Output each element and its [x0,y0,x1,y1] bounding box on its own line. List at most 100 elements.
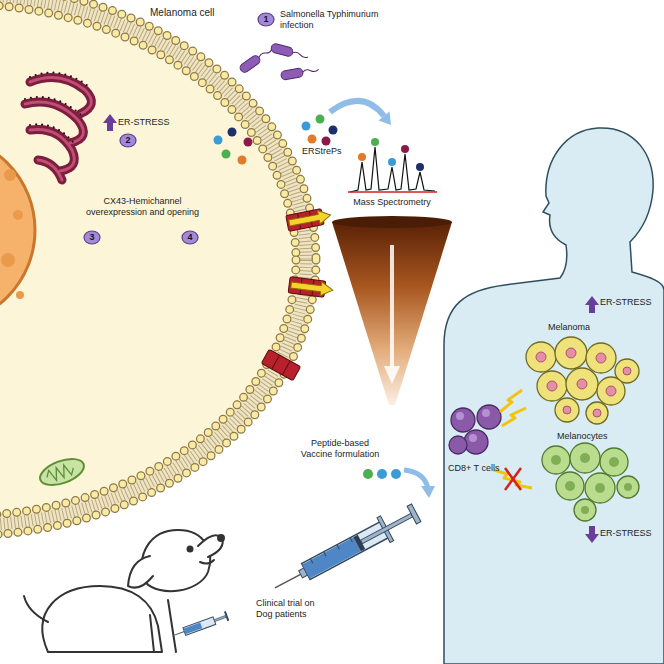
callout-text: 4 [187,232,192,243]
callout-text: 2 [125,135,130,146]
melanoma-cells [536,348,631,417]
melanocytes [624,483,632,491]
human-silhouette [444,128,664,664]
hemichannel [290,278,333,297]
cell-body [0,4,296,516]
mass-spectrum [371,138,379,146]
melanoma-cells [563,406,571,414]
vaccine-peptides [421,486,435,498]
callout-ellipse [182,231,198,244]
hemichannel [272,355,280,369]
callout-body: 4 [187,232,192,243]
syringe [302,537,361,578]
callout-number: 1 [257,12,275,27]
tumor-label: Melanoma [548,322,618,333]
peptide-dots [238,156,247,165]
nucleus [1,253,15,267]
melanoma-cells [577,379,587,389]
cell-title: Melanoma cell [150,7,240,19]
selection-funnel [332,216,452,405]
infection-label: Salmonella Typhimurium infection [280,9,402,31]
melanoma-cells [526,337,639,424]
melanoma-cells [566,368,598,400]
small-syringe [173,632,184,636]
dog-drawing [42,586,162,652]
melanocytes [585,473,615,503]
endoplasmic-reticulum [30,124,76,146]
t-cells [469,434,477,442]
blocked-bolt [505,468,521,490]
blocked-bolt [505,468,521,490]
dog-drawing [128,556,153,588]
peptide-dots [222,150,231,159]
dog-drawing [168,600,176,652]
lipid-bilayer [0,0,316,536]
syringe [337,545,339,549]
syringe [310,559,312,563]
syringe [302,521,390,579]
dog-drawing [200,560,214,564]
cell-body [0,0,306,526]
melanoma-cells [555,337,587,369]
melanocytes [551,455,561,465]
mitochondrion [45,462,75,483]
nucleus [0,135,35,325]
bacterium [280,65,319,80]
vaccine-peptides [363,469,435,498]
mass-spectrum [350,147,435,192]
melanoma-cells [593,409,601,417]
stress-arrow [585,526,599,543]
callout-number: 3 [83,230,101,245]
mitochondrion [37,454,88,490]
melanocytes [542,446,570,474]
peptide-dots [244,138,253,147]
human-silhouette [444,128,664,664]
callout-ellipse [258,13,274,26]
blocked-bolt [494,468,532,490]
melanocytes [570,443,600,473]
vaccine-peptides [363,469,373,479]
peptide-dots [214,136,223,145]
vaccine-peptides [391,469,401,479]
melanoma-cells [586,402,608,424]
stress-label: ER-STRESS [600,297,660,308]
mass-spectrum [348,138,437,192]
attack-bolt [500,390,526,426]
nucleus [4,169,16,181]
t-cells [482,409,490,417]
vaccine-label: Peptide-based Vaccine formulation [296,438,384,460]
peptide-dots [214,115,338,165]
hemichannel [261,349,300,380]
callout-number: 4 [181,230,199,245]
callout-number: 2 [119,133,137,148]
hemichannel [286,207,332,231]
dog-drawing [24,596,48,622]
hemichannel [288,277,334,298]
melanoma-cells [586,343,616,373]
vaccine-peptides [404,470,428,488]
endoplasmic-reticulum [25,97,82,116]
melanoma-cells [537,371,567,401]
stress-arrow [585,296,599,313]
trial-label: Clinical trial on Dog patients [256,598,326,620]
endoplasmic-reticulum [30,73,88,86]
callout-text: 1 [263,14,268,25]
syringe [361,513,413,543]
mitochondrion [37,454,88,490]
mass-spectrum [388,158,396,166]
syringe [268,500,422,600]
peptide-dots [302,122,311,131]
attack-bolt [500,390,522,412]
nucleus [16,291,24,299]
dog-drawing [142,530,210,591]
endoplasmic-reticulum [38,160,62,180]
t-cells [456,412,464,420]
stress-arrow [103,114,117,131]
bacterium [238,54,261,74]
syringe [407,504,421,524]
melanoma-cells [547,381,557,391]
hemichannel [288,208,332,230]
stress-arrow [103,114,117,131]
cell-body [0,0,318,538]
peptide-dots [308,135,317,144]
